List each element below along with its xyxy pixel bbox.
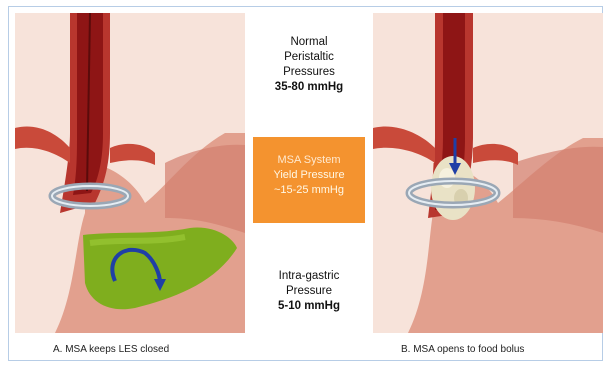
orange-line1: MSA System — [253, 153, 365, 168]
top-line3: Pressures — [253, 65, 365, 80]
top-line2: Peristaltic — [253, 50, 365, 65]
bottom-line1: Intra-gastric — [253, 269, 365, 284]
caption-b: B. MSA opens to food bolus — [401, 344, 524, 355]
panel-a-anatomy — [15, 13, 245, 333]
orange-line2: Yield Pressure — [253, 168, 365, 183]
orange-line3: ~15-25 mmHg — [253, 183, 365, 198]
top-line1: Normal — [253, 35, 365, 50]
panel-b-anatomy — [373, 13, 603, 333]
msa-yield-pressure-box: MSA System Yield Pressure ~15-25 mmHg — [253, 137, 365, 223]
top-value: 35-80 mmHg — [275, 81, 343, 93]
intragastric-label: Intra-gastric Pressure 5-10 mmHg — [253, 269, 365, 314]
normal-peristaltic-label: Normal Peristaltic Pressures 35-80 mmHg — [253, 35, 365, 95]
figure-frame: Normal Peristaltic Pressures 35-80 mmHg … — [8, 6, 603, 361]
caption-a: A. MSA keeps LES closed — [53, 344, 169, 355]
panel-a-illustration — [15, 13, 245, 333]
panel-b-illustration — [373, 13, 603, 333]
bottom-line2: Pressure — [253, 284, 365, 299]
bottom-value: 5-10 mmHg — [278, 300, 340, 312]
